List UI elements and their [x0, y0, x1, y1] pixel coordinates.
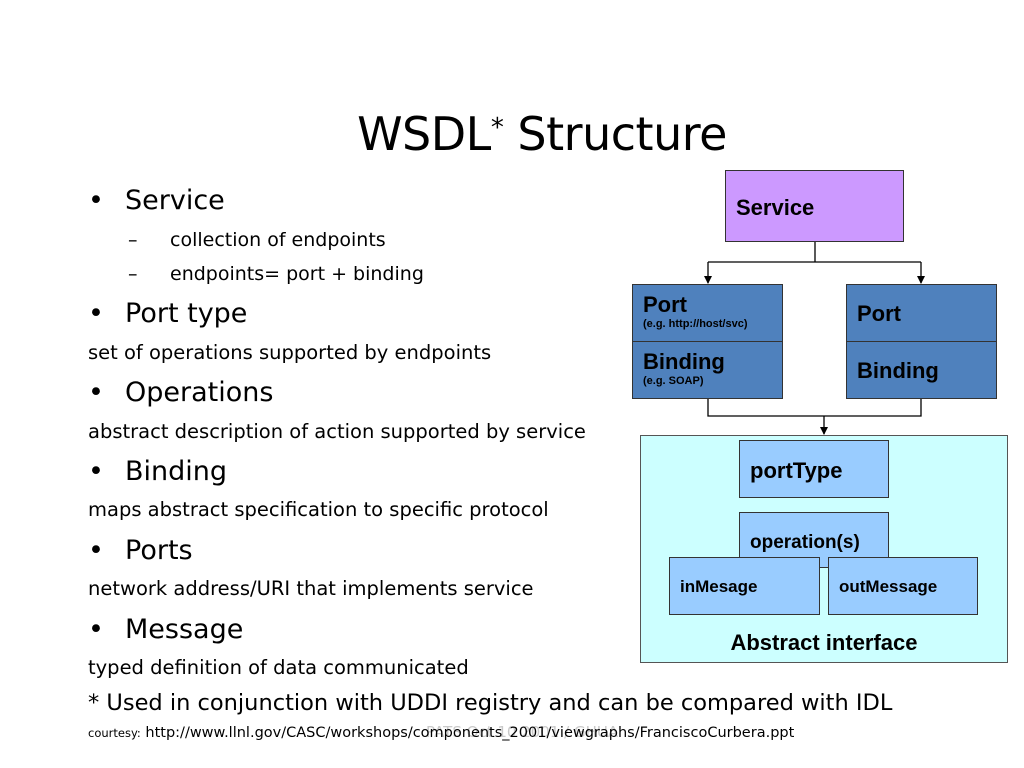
bullet-dot: • — [88, 456, 104, 487]
binding-label: Binding — [857, 358, 939, 383]
bullet-dot: • — [88, 377, 104, 408]
bullet-dot: • — [88, 298, 104, 329]
out-message-box: outMessage — [828, 557, 978, 615]
courtesy-line: courtesy: http://www.llnl.gov/CASC/works… — [88, 722, 794, 744]
bullet-label: Service — [125, 185, 225, 216]
title-main: WSDL — [357, 107, 491, 161]
port-label: Port — [857, 301, 901, 326]
bullet-label: Message — [125, 614, 244, 645]
port-label: Port — [643, 292, 687, 317]
left-port-box: Port (e.g. http://host/svc) — [632, 284, 783, 342]
bullet-description: set of operations supported by endpoints — [88, 341, 492, 364]
binding-note: (e.g. SOAP) — [643, 375, 704, 387]
left-binding-box: Binding (e.g. SOAP) — [632, 341, 783, 399]
porttype-box: portType — [739, 440, 889, 498]
footnote: * Used in conjunction with UDDI registry… — [88, 690, 893, 716]
bullet-dot: • — [88, 535, 104, 566]
ports-connector — [707, 399, 922, 417]
sub-dash: – — [128, 229, 138, 251]
service-connector — [708, 242, 921, 263]
bullet-label: Binding — [125, 456, 228, 487]
service-box: Service — [725, 170, 904, 242]
bullet-label: Port type — [125, 298, 248, 329]
bullet-dot: • — [88, 614, 104, 645]
bullet-label: Operations — [125, 377, 274, 408]
watermark: PATS Oct 10 2001 / GHUA — [426, 723, 619, 741]
right-port-box: Port — [846, 284, 997, 342]
binding-label: Binding — [643, 349, 725, 374]
title-asterisk: * — [490, 113, 504, 143]
port-note: (e.g. http://host/svc) — [643, 318, 748, 330]
abstract-interface-label: Abstract interface — [730, 630, 918, 655]
page-title: WSDL* Structure — [0, 98, 1024, 170]
courtesy-url: http://www.llnl.gov/CASC/workshops/compo… — [145, 725, 795, 741]
bullet-description: network address/URI that implements serv… — [88, 577, 534, 600]
right-binding-box: Binding — [846, 341, 997, 399]
bullet-description: typed definition of data communicated — [88, 656, 469, 679]
bullet-label: Ports — [125, 535, 193, 566]
sub-text: endpoints= port + binding — [170, 263, 424, 285]
bullet-description: maps abstract specification to specific … — [88, 498, 549, 521]
sub-dash: – — [128, 263, 138, 285]
courtesy-label: courtesy: — [88, 726, 141, 740]
bullet-description: abstract description of action supported… — [88, 420, 586, 443]
bullet-dot: • — [88, 185, 104, 216]
in-message-box: inMesage — [669, 557, 820, 615]
sub-text: collection of endpoints — [170, 229, 386, 251]
title-rest: Structure — [503, 107, 727, 161]
